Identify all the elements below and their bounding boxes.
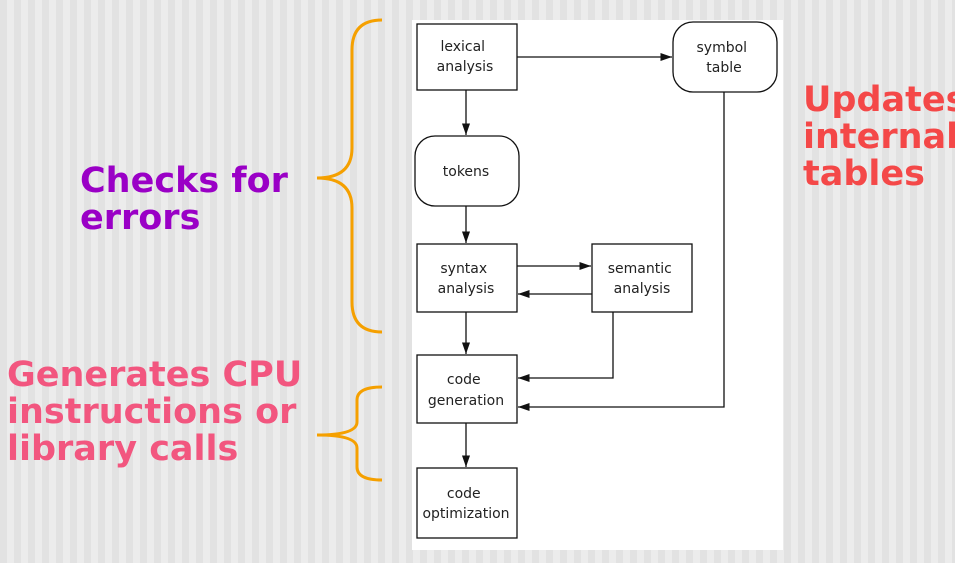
node-lexical-analysis: lexical analysis — [416, 23, 518, 91]
node-code-generation: code generation — [416, 354, 518, 424]
annotation-generates-cpu: Generates CPU instructions or library ca… — [7, 355, 303, 469]
annotation-updates-tables: Updates internal tables — [803, 80, 955, 194]
lexical-line-1: lexical — [440, 39, 485, 55]
arrow-symbol-to-codegen — [518, 92, 725, 412]
node-lexical-analysis-label: lexical analysis — [437, 39, 494, 75]
symbol-line-2: table — [706, 60, 741, 76]
node-symbol-table: symbol table — [672, 21, 778, 93]
node-syntax-analysis-label: syntax analysis — [438, 261, 495, 297]
node-semantic-analysis: semantic analysis — [591, 243, 693, 313]
arrow-semantic-to-codegen — [518, 312, 614, 383]
node-syntax-analysis: syntax analysis — [416, 243, 518, 313]
node-symbol-table-label: symbol table — [696, 40, 751, 76]
node-semantic-analysis-label: semantic analysis — [608, 261, 677, 297]
codegen-line-2: generation — [428, 393, 504, 409]
node-code-generation-label: code generation — [428, 372, 504, 409]
node-code-optimization-label: code optimization — [422, 486, 509, 522]
syntax-line-2: analysis — [438, 281, 495, 297]
codegen-line-1: code — [447, 372, 481, 388]
codeopt-line-1: code — [447, 486, 481, 502]
annotation-checks-errors: Checks for errors — [80, 161, 288, 238]
lexical-line-2: analysis — [437, 59, 494, 75]
semantic-line-2: analysis — [614, 281, 671, 297]
brace-checks-errors — [316, 18, 383, 334]
brace-generates-cpu — [316, 385, 383, 482]
semantic-line-1: semantic — [608, 261, 672, 277]
node-tokens-label: tokens — [443, 164, 489, 180]
node-code-optimization: code optimization — [416, 467, 518, 539]
codeopt-line-2: optimization — [422, 506, 509, 522]
tokens-line-1: tokens — [443, 164, 489, 180]
node-tokens: tokens — [414, 135, 520, 207]
syntax-line-1: syntax — [440, 261, 487, 277]
symbol-line-1: symbol — [696, 40, 747, 56]
